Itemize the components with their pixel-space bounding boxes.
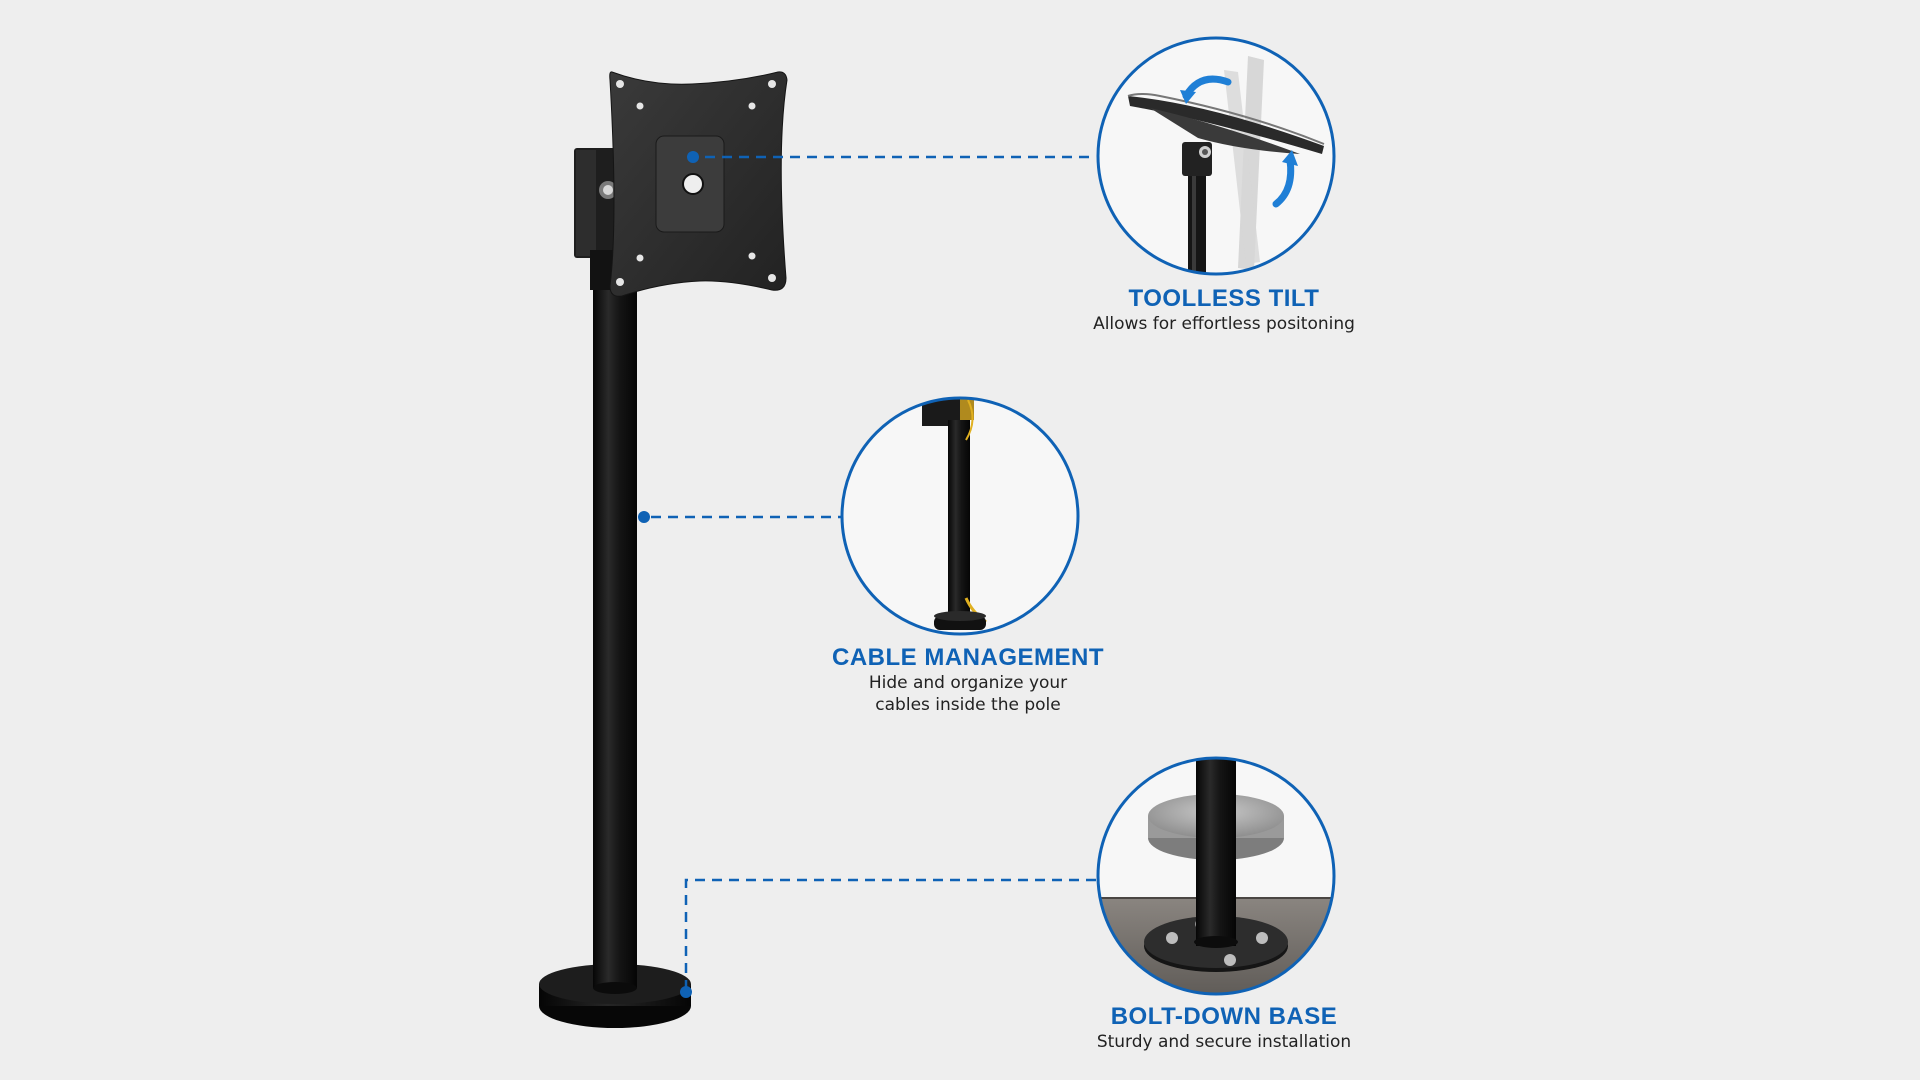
callout-dot-base (680, 986, 692, 998)
feature-toolless-tilt: TOOLLESS TILT Allows for effortless posi… (994, 285, 1454, 335)
feature-bolt-down-base: BOLT-DOWN BASE Sturdy and secure install… (994, 1003, 1454, 1053)
feature-description-cable-line-2: cables inside the pole (875, 695, 1061, 715)
feature-title-cable: CABLE MANAGEMENT (832, 644, 1104, 671)
feature-cable-management: CABLE MANAGEMENT Hide and organize your … (738, 644, 1198, 716)
callout-lines (651, 155, 1096, 990)
feature-description-tilt: Allows for effortless positoning (1093, 314, 1355, 334)
feature-description-cable-line-1: Hide and organize your (868, 673, 1068, 693)
feature-description-base: Sturdy and secure installation (1096, 1032, 1352, 1052)
callout-dot-tilt (687, 151, 699, 163)
bolt-down-base-closeup-icon (1096, 756, 1336, 996)
callout-line-base (684, 878, 1096, 990)
feature-title-tilt: TOOLLESS TILT (1128, 285, 1320, 312)
callout-dot-cable (638, 511, 650, 523)
cable-pole-closeup-icon (840, 396, 1080, 636)
feature-title-base: BOLT-DOWN BASE (1110, 1003, 1338, 1030)
main-product-mount (539, 71, 788, 1028)
callout-dots (638, 151, 699, 998)
monitor-tilt-closeup-icon (1096, 36, 1336, 276)
